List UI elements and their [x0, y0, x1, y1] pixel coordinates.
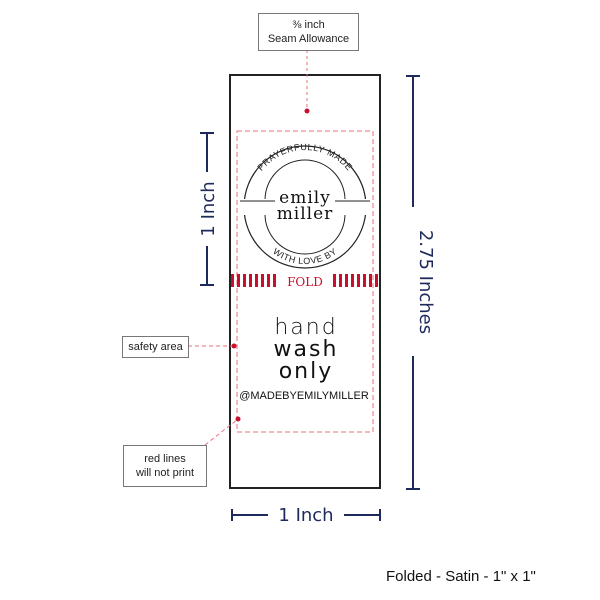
fold-label: FOLD	[287, 275, 323, 289]
seam-line1: ⅜ inch	[292, 19, 325, 31]
care-line2: wash	[274, 337, 339, 362]
width-dimension	[231, 509, 381, 521]
red-lines-line1: red lines	[144, 453, 186, 465]
brand-line1: emily	[279, 188, 331, 208]
red-lines-line2: will not print	[135, 467, 195, 479]
total-height-dimension	[406, 75, 420, 490]
care-line1: hand	[274, 315, 337, 340]
width-label: 1 Inch	[278, 505, 333, 526]
product-caption: Folded - Satin - 1" x 1"	[386, 568, 536, 585]
seam-allowance-callout: ⅜ inch Seam Allowance	[258, 13, 359, 51]
safety-area-callout: safety area	[122, 336, 189, 358]
care-line3: only	[279, 359, 334, 384]
red-lines-dot	[235, 416, 241, 422]
brand-line2: miller	[277, 204, 334, 224]
safety-dot	[231, 343, 237, 349]
fold-height-label: 1 Inch	[198, 181, 219, 236]
fold-height-dimension	[200, 132, 214, 286]
red-lines-leader	[204, 418, 239, 446]
safety-text: safety area	[128, 341, 183, 353]
fold-band: FOLD	[231, 274, 378, 289]
total-height-label: 2.75 Inches	[415, 230, 436, 334]
seam-line2: Seam Allowance	[267, 33, 350, 45]
red-lines-callout: red lines will not print	[123, 445, 207, 487]
social-handle: @MADEBYEMILYMILLER	[239, 390, 369, 402]
seam-dot	[304, 108, 310, 114]
